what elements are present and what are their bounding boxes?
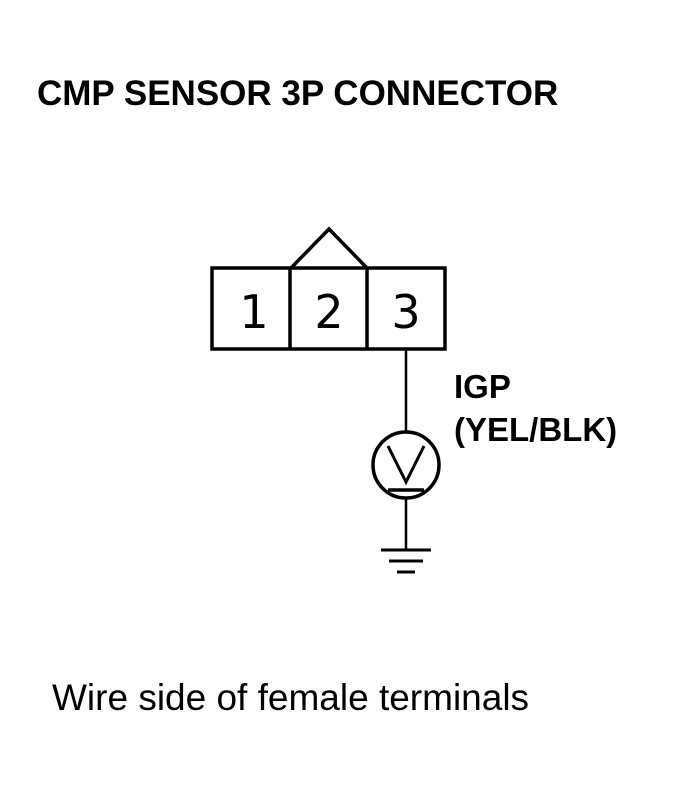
pin-label-3: 3: [391, 285, 420, 339]
ground-icon: [381, 548, 431, 574]
voltmeter-icon: [371, 430, 441, 500]
connector-3p: [210, 226, 447, 351]
diagram-caption: Wire side of female terminals: [52, 677, 529, 718]
pin-label-2: 2: [314, 285, 343, 339]
pin-label-1: 1: [239, 285, 268, 339]
connector-lock-tab: [289, 226, 369, 270]
connector-housing: [210, 266, 447, 351]
diagram-title: CMP SENSOR 3P CONNECTOR: [37, 74, 558, 113]
wire-signal-label: IGP: [454, 368, 511, 405]
wire-color-label: (YEL/BLK): [454, 411, 617, 448]
